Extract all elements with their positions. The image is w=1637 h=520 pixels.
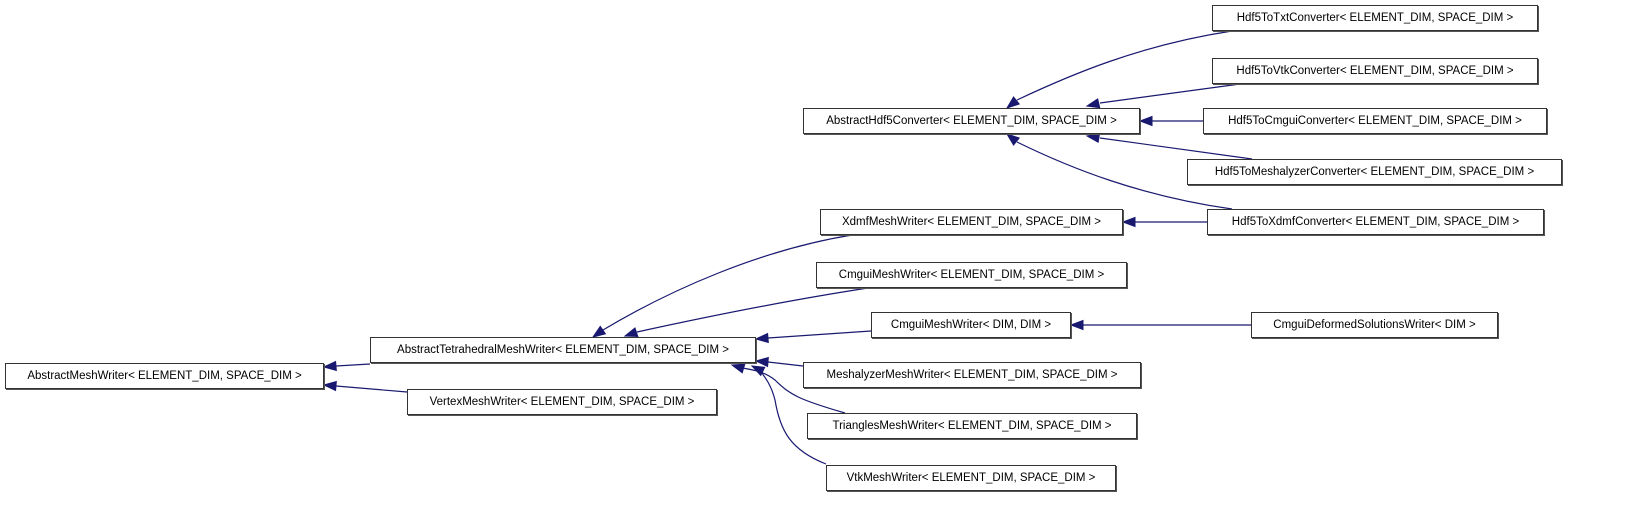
edge-line — [335, 363, 371, 367]
node-hdf5-to-cmgui-converter[interactable]: Hdf5ToCmguiConverter< ELEMENT_DIM, SPACE… — [1203, 108, 1547, 134]
arrowhead-icon — [754, 332, 769, 344]
edge-line — [1099, 137, 1253, 160]
edge-line — [636, 287, 869, 333]
node-abstract-hdf5-converter[interactable]: AbstractHdf5Converter< ELEMENT_DIM, SPAC… — [803, 108, 1140, 134]
node-triangles-mesh-writer[interactable]: TrianglesMeshWriter< ELEMENT_DIM, SPACE_… — [807, 413, 1137, 439]
edge-h2xdm-to-ahc — [1005, 133, 1233, 210]
edge-h2cmg-to-ahc — [1138, 115, 1203, 127]
edge-h2vtk-to-ahc — [1085, 83, 1241, 109]
edge-cmw-to-atmw — [623, 287, 869, 338]
node-cmgui-mesh-writer-dim[interactable]: CmguiMeshWriter< DIM, DIM > — [871, 312, 1071, 338]
edge-h2mes-to-ahc — [1085, 132, 1253, 160]
node-abstract-mesh-writer[interactable]: AbstractMeshWriter< ELEMENT_DIM, SPACE_D… — [5, 363, 324, 389]
node-cmgui-deformed-solutions-writer[interactable]: CmguiDeformedSolutionsWriter< DIM > — [1251, 312, 1498, 338]
edge-vtkmw-to-atmw — [750, 365, 827, 465]
arrowhead-icon — [1121, 216, 1136, 228]
arrowhead-icon — [750, 365, 766, 377]
arrowhead-icon — [1085, 98, 1101, 109]
arrowhead-icon — [1005, 133, 1021, 146]
arrowhead-icon — [322, 360, 337, 372]
edge-line — [1099, 83, 1241, 104]
node-vtk-mesh-writer[interactable]: VtkMeshWriter< ELEMENT_DIM, SPACE_DIM > — [826, 465, 1116, 491]
arrowhead-icon — [1069, 319, 1084, 331]
edge-line — [759, 369, 827, 465]
edge-line — [741, 367, 846, 414]
node-hdf5-to-meshalyzer-converter[interactable]: Hdf5ToMeshalyzerConverter< ELEMENT_DIM, … — [1187, 159, 1562, 185]
arrowhead-icon — [322, 380, 337, 392]
edge-cdsw-to-cmwd — [1069, 319, 1251, 331]
arrowhead-icon — [1085, 132, 1101, 144]
edge-mmw-to-atmw — [754, 356, 804, 368]
edge-line — [767, 361, 804, 367]
node-hdf5-to-xdmf-converter[interactable]: Hdf5ToXdmfConverter< ELEMENT_DIM, SPACE_… — [1207, 209, 1544, 235]
arrowhead-icon — [730, 363, 746, 374]
node-abstract-tetrahedral-mesh-writer[interactable]: AbstractTetrahedralMeshWriter< ELEMENT_D… — [370, 337, 756, 363]
edge-h2txt-to-ahc — [1005, 30, 1233, 109]
edge-line — [602, 234, 853, 331]
node-xdmf-mesh-writer[interactable]: XdmfMeshWriter< ELEMENT_DIM, SPACE_DIM > — [820, 209, 1123, 235]
arrowhead-icon — [591, 325, 607, 338]
edge-line — [767, 330, 872, 339]
edge-vmw-to-amw — [322, 380, 408, 393]
edge-tmw-to-atmw — [730, 363, 846, 414]
edge-h2xdm-to-xmw — [1121, 216, 1207, 228]
edge-line — [335, 385, 408, 393]
edge-line — [1016, 141, 1233, 210]
edge-xmw-to-atmw — [591, 234, 853, 338]
node-meshalyzer-mesh-writer[interactable]: MeshalyzerMeshWriter< ELEMENT_DIM, SPACE… — [803, 362, 1141, 388]
arrowhead-icon — [754, 356, 769, 368]
edge-cmwd-to-atmw — [754, 330, 872, 344]
edge-line — [1016, 30, 1233, 101]
node-cmgui-mesh-writer[interactable]: CmguiMeshWriter< ELEMENT_DIM, SPACE_DIM … — [816, 262, 1127, 288]
node-hdf5-to-txt-converter[interactable]: Hdf5ToTxtConverter< ELEMENT_DIM, SPACE_D… — [1212, 5, 1538, 31]
arrowhead-icon — [1138, 115, 1153, 127]
arrowhead-icon — [1005, 96, 1021, 109]
edge-atmw-to-amw — [322, 360, 371, 372]
node-vertex-mesh-writer[interactable]: VertexMeshWriter< ELEMENT_DIM, SPACE_DIM… — [407, 389, 717, 415]
node-hdf5-to-vtk-converter[interactable]: Hdf5ToVtkConverter< ELEMENT_DIM, SPACE_D… — [1212, 58, 1538, 84]
arrowhead-icon — [623, 327, 639, 338]
